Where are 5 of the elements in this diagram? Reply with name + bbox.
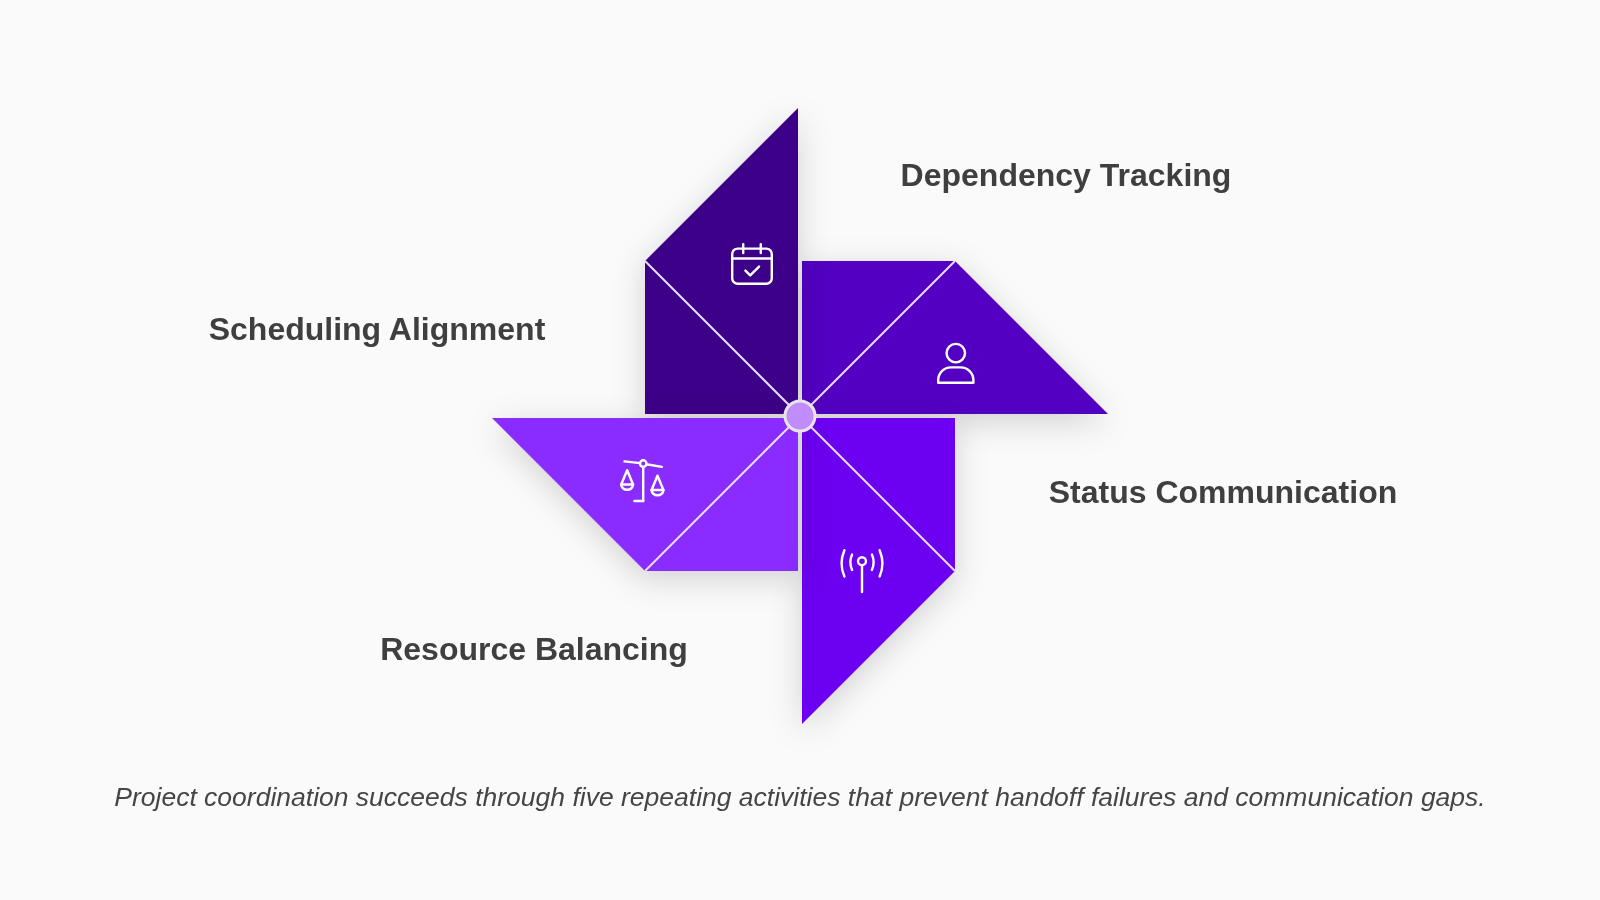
caption-text: Project coordination succeeds through five repeating activities that prevent handoff failures and communication gaps. [114, 781, 1486, 813]
activity-label: Resource Balancing [380, 630, 688, 668]
activity-label: Status Communication [1048, 473, 1398, 511]
activity-label: Dependency Tracking [900, 156, 1232, 194]
activity-label: Scheduling Alignment [208, 310, 546, 348]
